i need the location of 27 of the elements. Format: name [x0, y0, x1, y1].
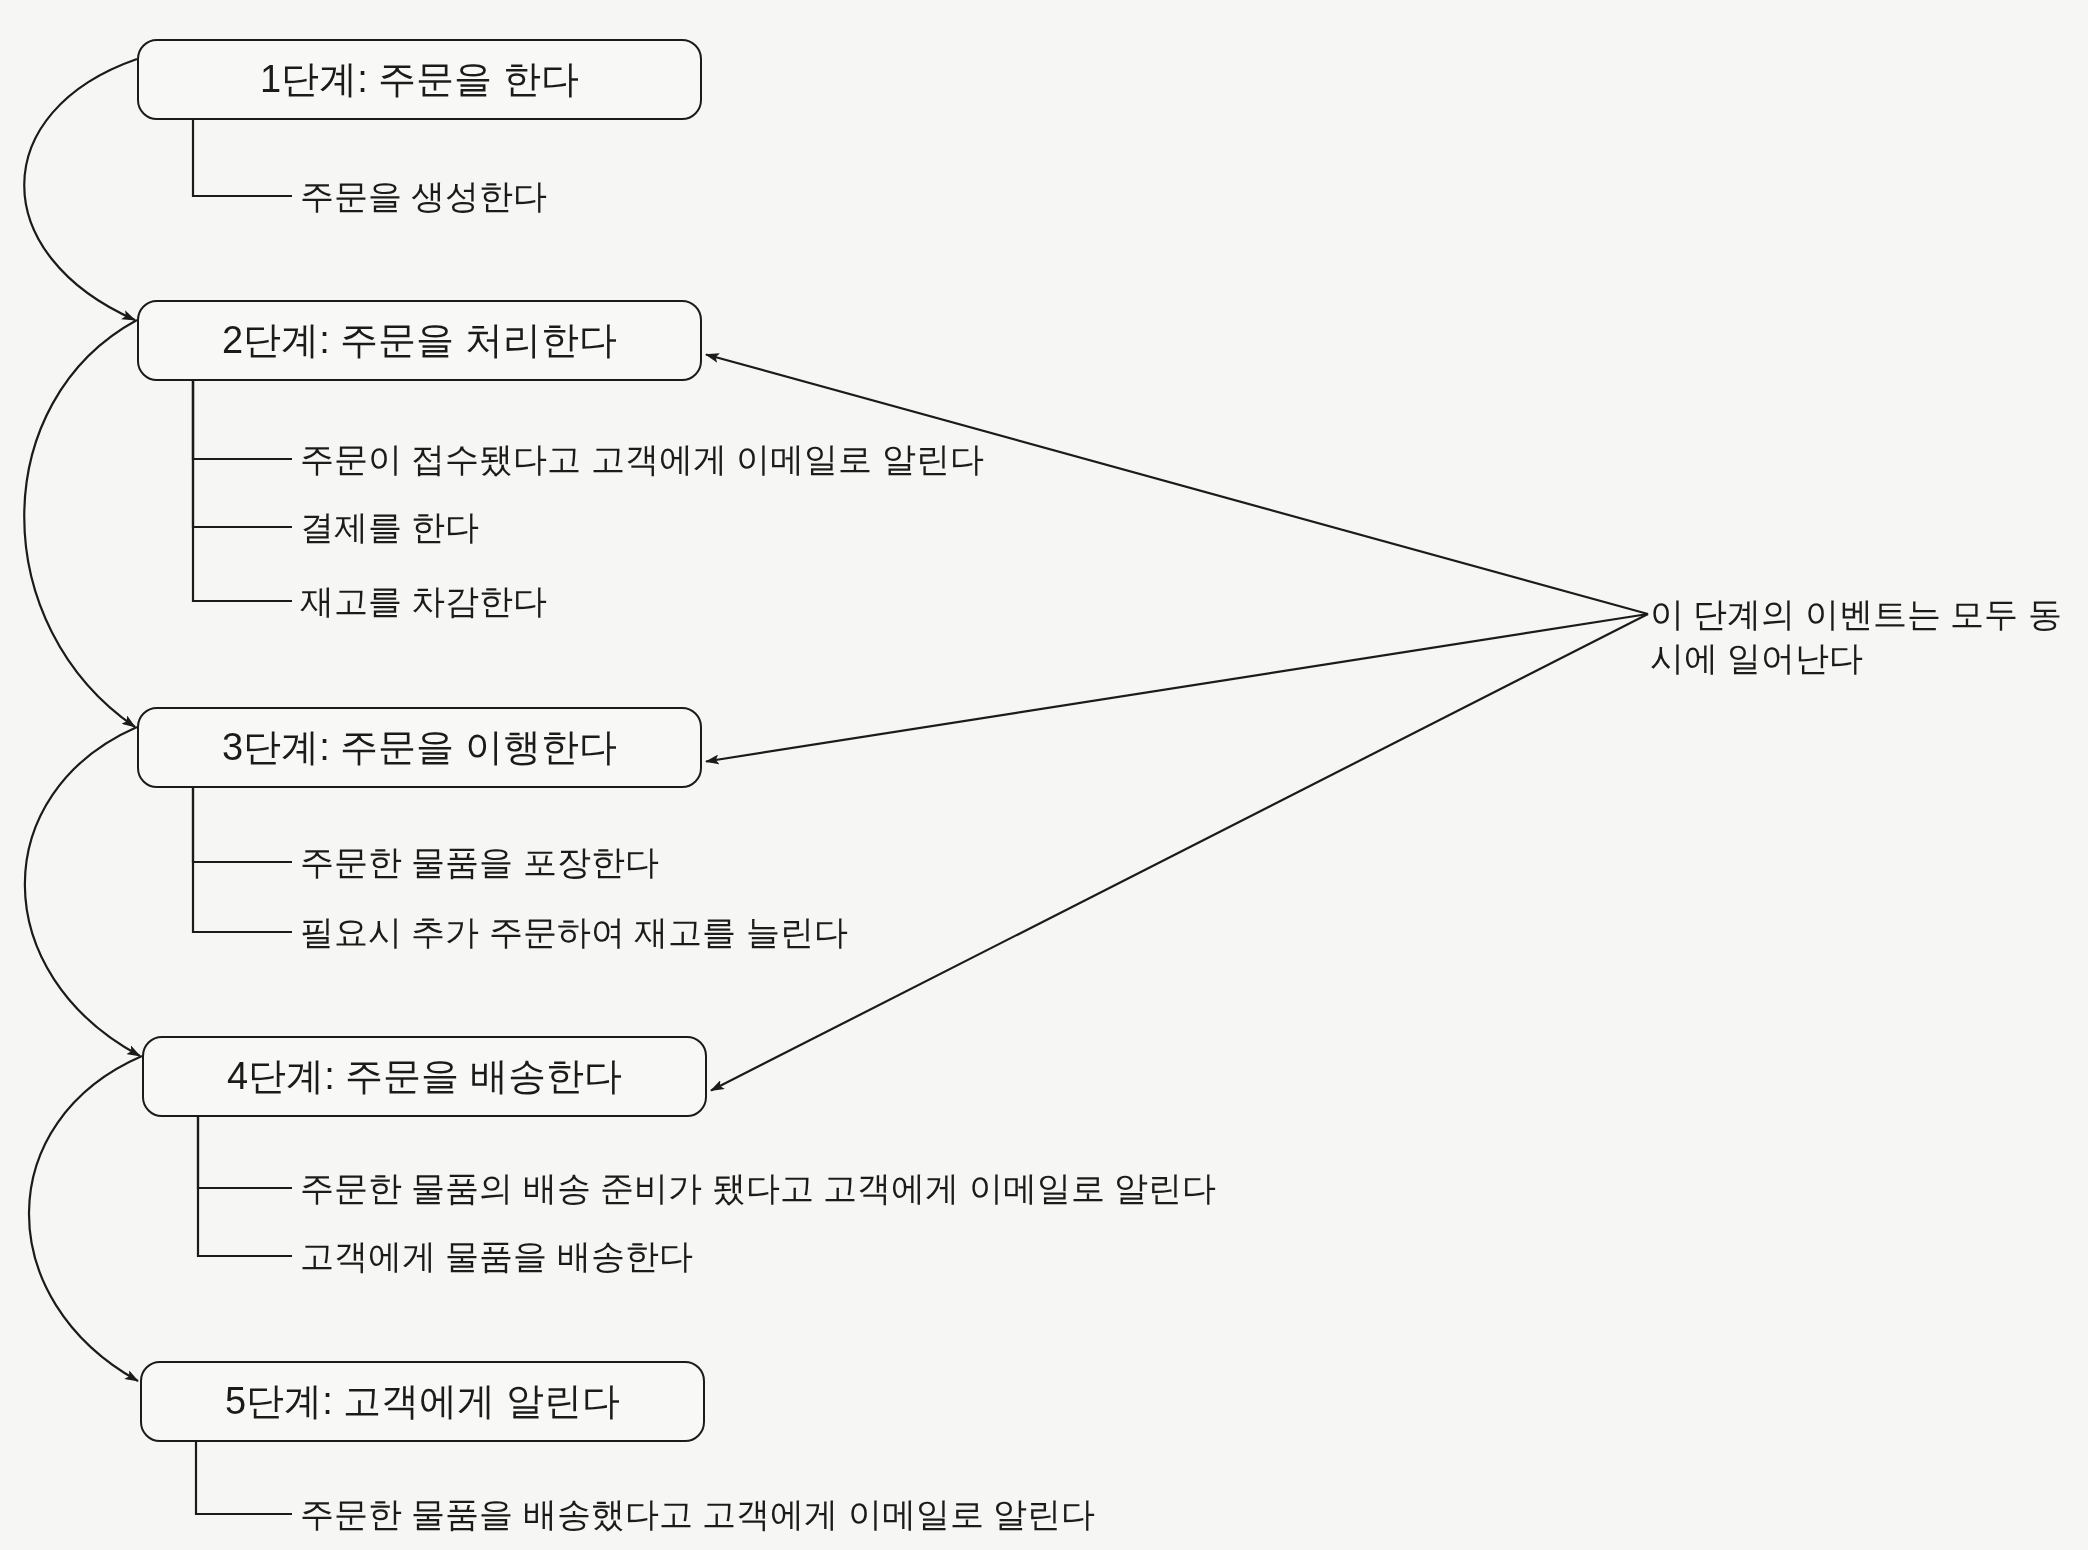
tree-line: [196, 1117, 292, 1258]
note-text: 이 단계의 이벤트는 모두 동시에 일어난다: [1650, 592, 2075, 680]
step-text: 결제를 한다: [300, 506, 480, 548]
step-text: 주문을 생성한다: [300, 175, 548, 217]
step-text: 주문한 물품을 배송했다고 고객에게 이메일로 알린다: [300, 1493, 1096, 1535]
step-text: 고객에게 물품을 배송한다: [300, 1235, 693, 1277]
step-text: 주문한 물품의 배송 준비가 됐다고 고객에게 이메일로 알린다: [300, 1167, 1217, 1209]
stage-box: 5단계: 고객에게 알린다: [140, 1361, 705, 1442]
step-text: 필요시 추가 주문하여 재고를 늘린다: [300, 911, 848, 953]
arrow: [705, 612, 1649, 765]
stage-box: 3단계: 주문을 이행한다: [137, 707, 702, 788]
stage-box: 1단계: 주문을 한다: [137, 39, 702, 120]
tree-line: [191, 120, 292, 198]
curved-arrow: [28, 1055, 143, 1382]
curved-arrow: [23, 319, 138, 728]
stage-box: 2단계: 주문을 처리한다: [137, 300, 702, 381]
arrow: [705, 353, 1649, 616]
tree-line: [191, 381, 292, 603]
step-text: 재고를 차감한다: [300, 580, 548, 622]
stage-box: 4단계: 주문을 배송한다: [142, 1036, 707, 1117]
tree-line: [191, 788, 292, 934]
curved-arrow: [23, 58, 138, 321]
curved-arrow: [23, 726, 141, 1057]
step-text: 주문이 접수됐다고 고객에게 이메일로 알린다: [300, 438, 984, 480]
tree-line: [194, 1442, 292, 1516]
arrow: [710, 613, 1649, 1092]
step-text: 주문한 물품을 포장한다: [300, 841, 659, 883]
